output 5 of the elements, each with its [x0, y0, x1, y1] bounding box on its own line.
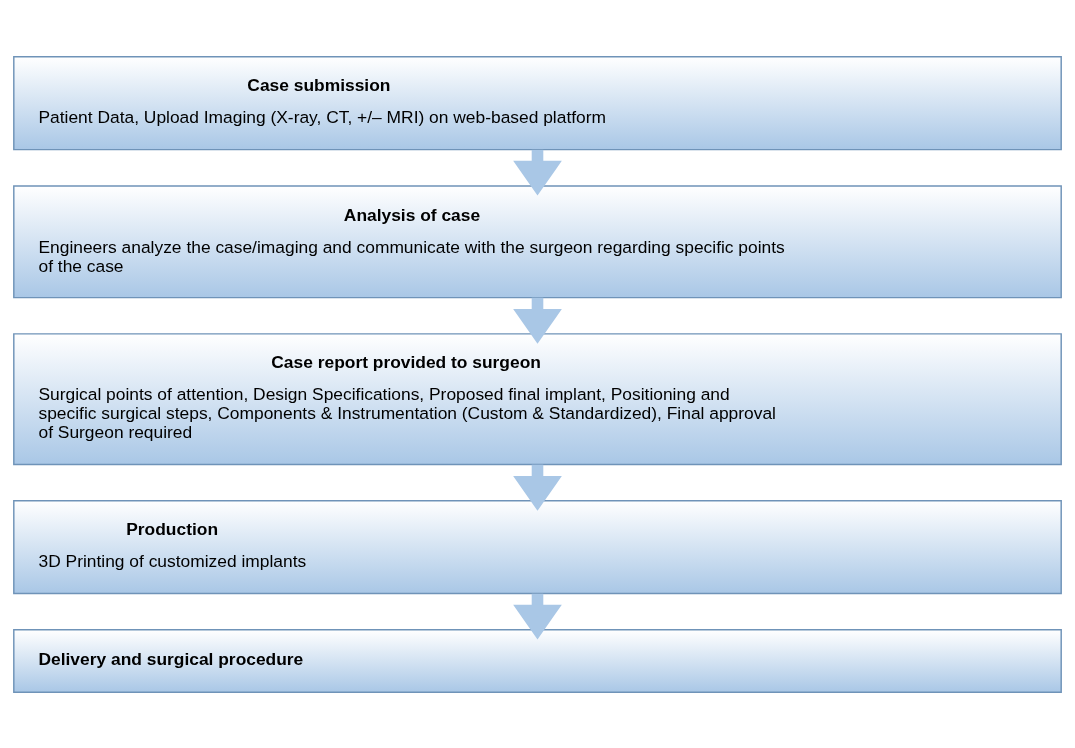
- node-box: Delivery and surgical procedure: [13, 628, 1062, 693]
- node-box: Case report provided to surgeon Surgical points of attention, Design Specifications, Proposed final implant, Positioning and specific surgical steps, Components & Instrumentation (Custom & Standardized), Final approval of Surgeon required: [13, 332, 1062, 465]
- node-box: Case submission Patient Data, Upload Imaging (X-ray, CT, +/– MRI) on web-based platform: [13, 55, 1062, 150]
- node-box: Production 3D Printing of customized implants: [13, 499, 1062, 594]
- node-box: Analysis of case Engineers analyze the case/imaging and communicate with the surgeon regarding specific points of the case: [13, 184, 1062, 298]
